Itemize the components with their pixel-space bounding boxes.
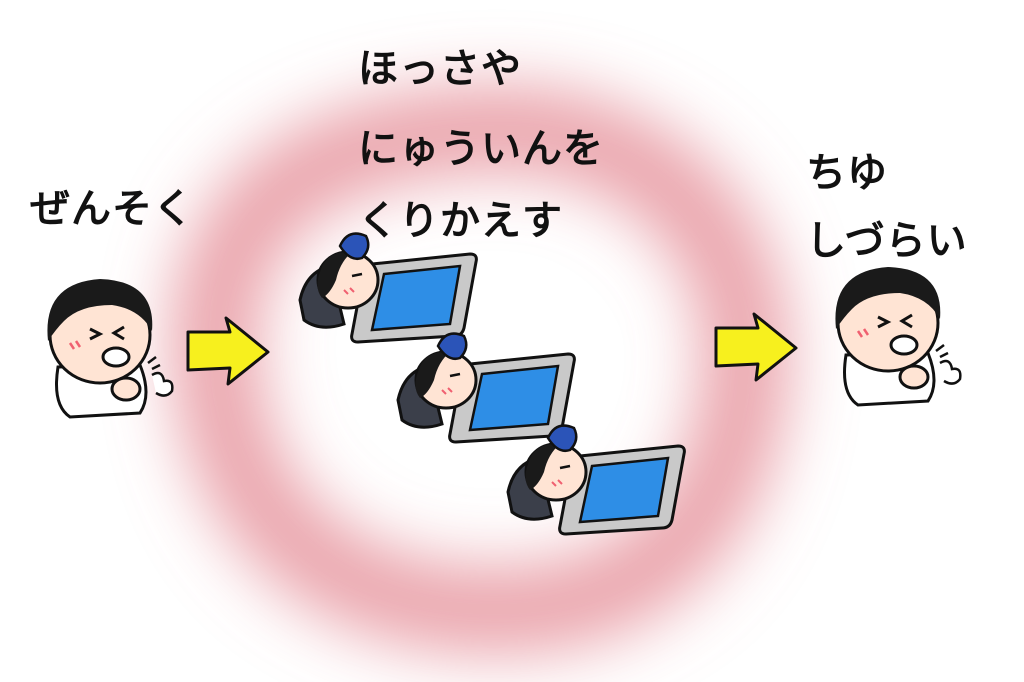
label-middle-line-1: ほっさや <box>358 46 522 92</box>
label-middle-line-2: にゅういんを <box>358 126 604 172</box>
label-start: ぜんそく <box>30 186 194 232</box>
arrow-right-icon <box>714 312 798 382</box>
label-end-line-1: ちゆ <box>806 150 888 196</box>
arrow-right-icon <box>186 316 270 386</box>
coughing-boy-icon <box>47 279 174 419</box>
label-end-line-2: しづらい <box>806 218 968 264</box>
coughing-boy-icon <box>835 267 962 407</box>
cycle-ring <box>174 88 787 651</box>
hospital-bed-patient-icon <box>506 424 686 536</box>
hospital-bed-patient-icon <box>298 232 478 344</box>
hospital-bed-patient-icon <box>396 332 576 444</box>
label-middle-line-3: くりかえす <box>358 198 563 244</box>
